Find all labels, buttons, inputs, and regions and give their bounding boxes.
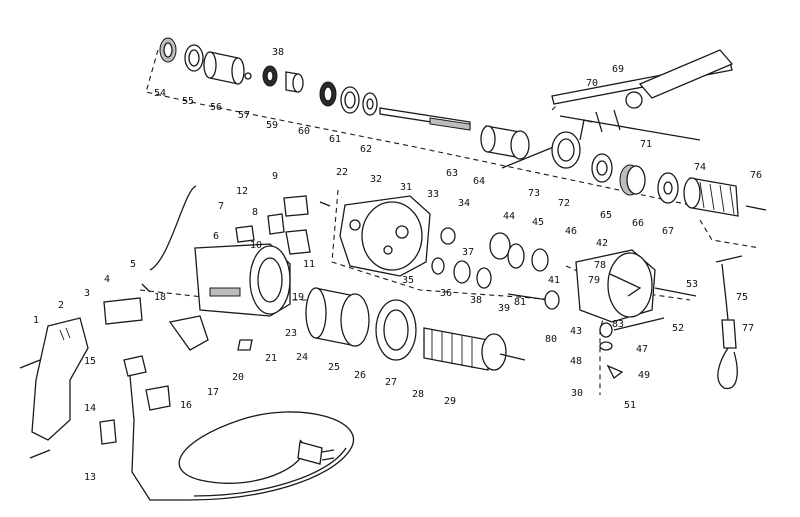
part-number-57: 57 — [238, 110, 250, 121]
part-number-26: 26 — [354, 370, 366, 381]
part-number-37: 37 — [462, 247, 474, 258]
part-number-38-top: 38 — [272, 47, 284, 58]
part-number-64: 64 — [473, 176, 485, 187]
part-number-38: 38 — [470, 295, 482, 306]
part-number-19: 19 — [292, 292, 304, 303]
part-number-56: 56 — [210, 102, 222, 113]
rear-case-group — [575, 249, 697, 379]
gear-chuck-group — [591, 153, 767, 217]
part-number-46: 46 — [565, 226, 577, 237]
part-number-43: 43 — [570, 326, 582, 337]
part-number-14: 14 — [84, 403, 96, 414]
part-number-21: 21 — [265, 353, 277, 364]
part-number-52: 52 — [672, 323, 684, 334]
part-number-20: 20 — [232, 372, 244, 383]
part-number-29: 29 — [444, 396, 456, 407]
part-number-24: 24 — [296, 352, 308, 363]
part-number-66: 66 — [632, 218, 644, 229]
gear-case-group — [339, 195, 431, 277]
part-number-49: 49 — [638, 370, 650, 381]
front-bearing-group — [159, 37, 378, 116]
part-number-44: 44 — [503, 211, 515, 222]
part-number-3: 3 — [84, 288, 90, 299]
part-number-8: 8 — [252, 207, 258, 218]
part-number-53: 53 — [686, 279, 698, 290]
part-number-7: 7 — [218, 201, 224, 212]
part-number-5: 5 — [130, 259, 136, 270]
part-number-67: 67 — [662, 226, 674, 237]
part-number-1: 1 — [33, 315, 39, 326]
part-number-10: 10 — [250, 240, 262, 251]
part-number-28: 28 — [412, 389, 424, 400]
chuck-key-group — [715, 255, 743, 390]
part-number-16: 16 — [180, 400, 192, 411]
part-number-42: 42 — [596, 238, 608, 249]
part-number-54: 54 — [154, 88, 166, 99]
part-number-9: 9 — [272, 171, 278, 182]
part-number-77: 77 — [742, 323, 754, 334]
part-number-76: 76 — [750, 170, 762, 181]
part-number-33: 33 — [427, 189, 439, 200]
part-number-55: 55 — [182, 96, 194, 107]
part-number-23: 23 — [285, 328, 297, 339]
part-number-18: 18 — [154, 292, 166, 303]
part-number-48: 48 — [570, 356, 582, 367]
part-number-13: 13 — [84, 472, 96, 483]
part-number-12: 12 — [236, 186, 248, 197]
part-number-79: 79 — [588, 275, 600, 286]
part-number-59: 59 — [266, 120, 278, 131]
part-number-15: 15 — [84, 356, 96, 367]
part-number-62: 62 — [360, 144, 372, 155]
part-number-4: 4 — [104, 274, 110, 285]
part-number-36: 36 — [440, 288, 452, 299]
motor-group — [194, 243, 526, 371]
part-number-45: 45 — [532, 217, 544, 228]
part-number-73: 73 — [528, 188, 540, 199]
spindle-group — [379, 49, 734, 169]
part-number-81: 81 — [514, 297, 526, 308]
part-number-71: 71 — [640, 139, 652, 150]
part-number-47: 47 — [636, 344, 648, 355]
part-number-labels: 1 2 3 4 5 6 7 8 9 10 11 12 13 14 15 16 1… — [33, 47, 762, 483]
part-number-63: 63 — [446, 168, 458, 179]
part-number-39: 39 — [498, 303, 510, 314]
switch-group — [103, 185, 331, 351]
part-number-75: 75 — [736, 292, 748, 303]
part-number-72: 72 — [558, 198, 570, 209]
part-number-31: 31 — [400, 182, 412, 193]
power-cord — [178, 411, 355, 501]
part-number-65: 65 — [600, 210, 612, 221]
part-number-78: 78 — [594, 260, 606, 271]
part-number-51: 51 — [624, 400, 636, 411]
handle-group — [19, 317, 190, 501]
part-number-11: 11 — [303, 259, 315, 270]
part-number-61: 61 — [329, 134, 341, 145]
part-number-32: 32 — [370, 174, 382, 185]
part-number-17: 17 — [207, 387, 219, 398]
part-number-69: 69 — [612, 64, 624, 75]
part-number-41: 41 — [548, 275, 560, 286]
part-number-70: 70 — [586, 78, 598, 89]
part-number-27: 27 — [385, 377, 397, 388]
part-number-22: 22 — [336, 167, 348, 178]
part-number-74: 74 — [694, 162, 706, 173]
part-number-25: 25 — [328, 362, 340, 373]
part-number-2: 2 — [58, 300, 64, 311]
part-number-34: 34 — [458, 198, 470, 209]
part-number-35: 35 — [402, 275, 414, 286]
part-number-83: 83 — [612, 319, 624, 330]
part-number-30: 30 — [571, 388, 583, 399]
part-number-80: 80 — [545, 334, 557, 345]
intermediate-gear-group — [431, 227, 560, 310]
part-number-60: 60 — [298, 126, 310, 137]
part-number-6: 6 — [213, 231, 219, 242]
